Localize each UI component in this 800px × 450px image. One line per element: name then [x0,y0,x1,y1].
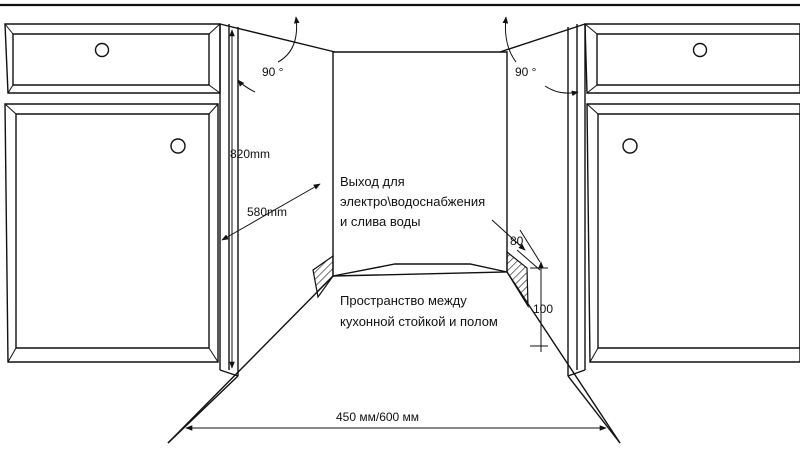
width-dimension: 450 мм/600 мм [185,410,607,431]
depth-label: 580mm [247,205,287,219]
angle-left-label: 90 ° [262,65,284,79]
door-knob-icon [170,138,186,154]
niche-back-wall [332,51,508,277]
width-label: 450 мм/600 мм [336,410,419,424]
utilities-line-1: Выход для [340,174,405,189]
utilities-line-2: электро\водоснабжения [340,194,485,209]
right-cabinet [499,23,800,377]
angle-right: 90 ° [502,16,579,97]
door-knob-icon [622,138,638,154]
dim-100-label: 100 [533,302,553,316]
gap-note: Пространство между кухонной стойкой и по… [340,293,498,329]
depth-dimension: 580mm [221,183,321,241]
dim-80-label: 80 [510,234,524,248]
gap-line-2: кухонной стойкой и полом [340,314,498,329]
height-dimension: 820mm [229,29,270,369]
utilities-line-3: и слива воды [340,214,420,229]
plinth-gap-hatch [312,250,529,309]
plinth-dimensions: 80 100 [510,229,553,352]
utilities-note: Выход для электро\водоснабжения и слива … [340,174,526,251]
gap-line-1: Пространство между [340,293,467,308]
angle-right-label: 90 ° [515,65,537,79]
height-label: 820mm [230,147,270,161]
angle-left: 90 ° [237,16,300,93]
drawer-knob-icon [692,42,708,58]
drawer-knob-icon [94,42,110,58]
